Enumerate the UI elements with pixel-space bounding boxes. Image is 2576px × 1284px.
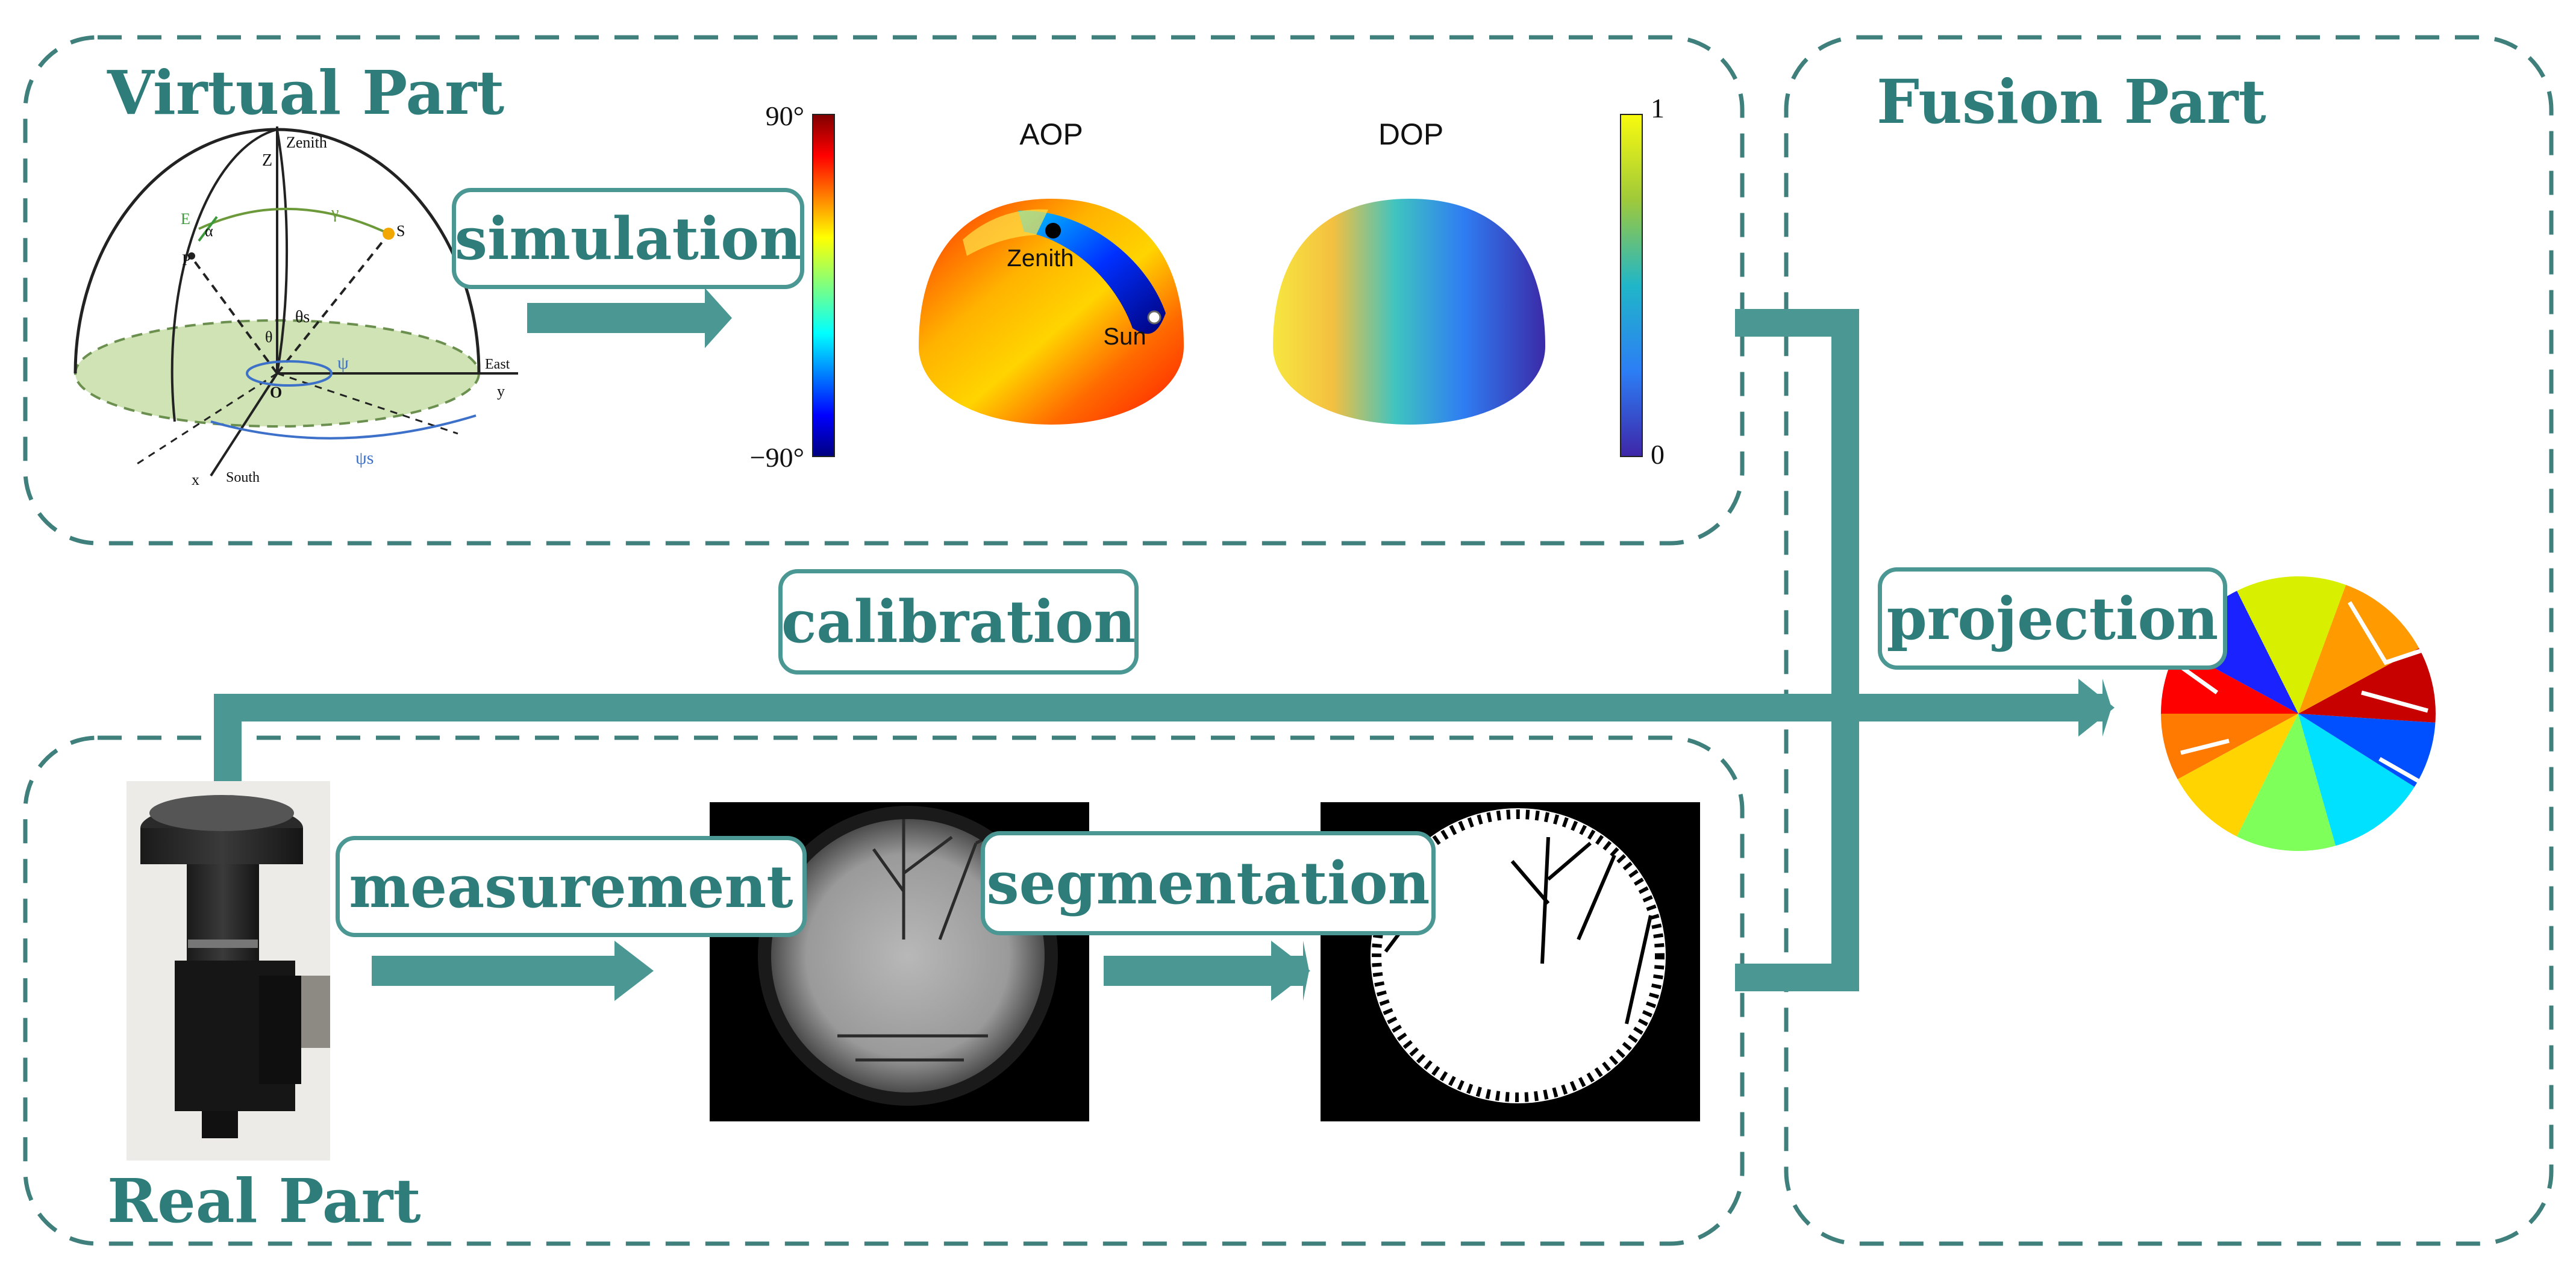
y-axis-label: y (497, 382, 505, 400)
segmentation-step-box: segmentation (981, 831, 1436, 935)
sky-model-figure (73, 126, 518, 477)
aop-colorbar (812, 114, 835, 457)
dop-title: DOP (1378, 117, 1443, 151)
zenith-label: Zenith (286, 134, 327, 151)
virtual-part-box (23, 35, 1745, 546)
theta-s-label: θs (295, 308, 310, 326)
real-part-box (23, 735, 1745, 1246)
point-p-label: P (182, 251, 190, 269)
aop-scale-max: 90° (766, 101, 804, 131)
aop-title: AOP (1019, 117, 1083, 151)
calibration-step-box: calibration (778, 569, 1139, 675)
virtual-part-title: Virtual Part (107, 57, 505, 128)
origin-label: O (270, 384, 282, 401)
psi-label: ψ (337, 353, 349, 373)
projection-step-box: projection (1878, 567, 2227, 670)
camera-photo (127, 781, 330, 1161)
aop-dome (919, 199, 1184, 425)
gamma-label: γ (331, 204, 339, 222)
z-axis-label: Z (262, 151, 272, 170)
measurement-step-label: measurement (349, 852, 793, 921)
projection-step-label: projection (1886, 584, 2219, 653)
east-label: East (485, 357, 510, 372)
aop-zenith-marker-label: Zenith (1007, 245, 1074, 272)
fusion-part-title: Fusion Part (1877, 66, 2266, 137)
measurement-step-box: measurement (336, 836, 807, 937)
dop-colorbar (1620, 114, 1643, 457)
dop-scale-min: 0 (1651, 439, 1665, 470)
point-s-label: S (396, 222, 405, 240)
e-vector-label: E (181, 210, 190, 228)
simulation-step-box: simulation (452, 188, 804, 289)
real-part-title: Real Part (107, 1165, 421, 1236)
theta-label: θ (265, 328, 272, 346)
dop-dome (1273, 199, 1545, 425)
psi-s-label: ψs (355, 448, 374, 468)
calibration-step-label: calibration (781, 588, 1136, 656)
alpha-label: α (205, 222, 213, 240)
fisheye-image (710, 802, 1089, 1121)
dop-scale-max: 1 (1651, 93, 1665, 123)
segmentation-step-label: segmentation (986, 849, 1430, 917)
flow-connectors (214, 288, 2115, 1001)
south-label: South (226, 470, 260, 485)
simulation-step-label: simulation (454, 204, 802, 273)
aop-scale-min: −90° (750, 442, 804, 473)
x-axis-label: x (192, 471, 199, 488)
aop-sun-marker-label: Sun (1103, 323, 1146, 350)
segmented-image (1321, 802, 1700, 1121)
